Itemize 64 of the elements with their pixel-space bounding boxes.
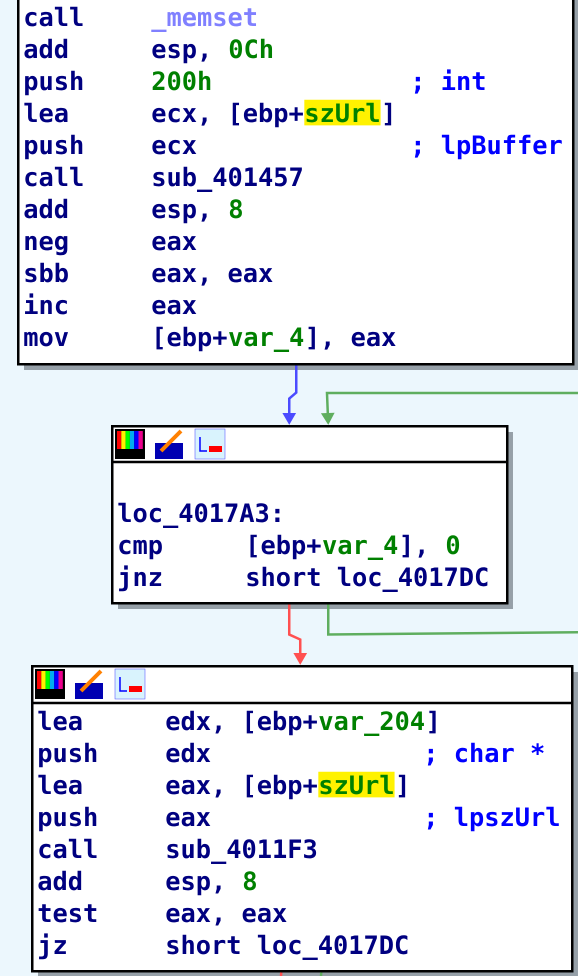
operand: eax, eax xyxy=(166,908,287,926)
operand: eax, [ebp+ xyxy=(166,774,317,800)
comment: ; int xyxy=(414,69,485,94)
instruction-mnemonic: lea xyxy=(24,102,68,122)
instruction-mnemonic: cmp xyxy=(119,540,162,560)
instruction-mnemonic: lea xyxy=(38,710,82,730)
operand: 0Ch xyxy=(230,38,272,58)
operand: [ebp+ xyxy=(250,534,321,560)
operand: eax xyxy=(166,812,210,826)
instruction-mnemonic: push xyxy=(25,134,82,160)
instruction-mnemonic: add xyxy=(24,198,68,218)
operand: esp, xyxy=(152,204,207,224)
operand: 8 xyxy=(244,871,256,890)
instruction-mnemonic: mov xyxy=(24,332,68,346)
instruction-mnemonic: lea xyxy=(38,774,82,794)
variable-name: var_4 xyxy=(229,328,304,352)
operand: sub_4011F3 xyxy=(167,838,316,864)
operand: [ebp+ xyxy=(156,326,227,352)
instruction-mnemonic: add xyxy=(24,38,68,58)
operand: eax xyxy=(152,300,196,314)
operand: edx, [ebp+ xyxy=(166,710,317,736)
operand: 200h xyxy=(152,70,210,90)
instruction-mnemonic: push xyxy=(25,70,82,96)
variable-name: var_204 xyxy=(319,711,424,736)
instruction-mnemonic: jnz xyxy=(119,565,162,592)
highlighted-variable: szUrl xyxy=(318,772,395,798)
operand: ecx, [ebp+ xyxy=(152,102,303,128)
function-name: _memset xyxy=(151,8,256,32)
operand: sub_401457 xyxy=(153,166,302,192)
operand: ] xyxy=(429,710,436,734)
instruction-mnemonic: sbb xyxy=(25,262,68,282)
operand: ] xyxy=(398,774,406,798)
comment: ; lpBuffer xyxy=(414,134,562,160)
operand: short loc_4017DC xyxy=(247,566,488,592)
operand: esp, xyxy=(166,876,221,896)
instruction-mnemonic: push xyxy=(39,806,96,832)
instruction-mnemonic: call xyxy=(39,838,97,858)
operand: eax, eax xyxy=(152,268,273,286)
operand: esp, xyxy=(152,44,207,64)
code-block xyxy=(17,0,578,370)
code-block xyxy=(31,665,578,976)
operand: ], xyxy=(402,534,424,558)
address-label: loc_4017A3: xyxy=(118,502,280,528)
instruction-mnemonic: call xyxy=(25,6,83,26)
instruction-mnemonic: jz xyxy=(39,933,66,960)
code-block xyxy=(111,425,513,609)
comment: ; char * xyxy=(428,742,544,766)
operand: ], eax xyxy=(308,326,396,350)
instruction-mnemonic: call xyxy=(25,166,83,186)
operand: ecx xyxy=(152,140,196,154)
operand: ] xyxy=(384,102,392,126)
highlighted-variable: szUrl xyxy=(304,100,381,126)
operand: short loc_4017DC xyxy=(167,934,408,960)
instruction-mnemonic: neg xyxy=(25,236,68,256)
instruction-mnemonic: inc xyxy=(25,293,67,314)
operand: 8 xyxy=(230,199,242,218)
operand: eax xyxy=(152,236,196,250)
instruction-mnemonic: add xyxy=(38,870,82,890)
operand: 0 xyxy=(446,535,460,554)
comment: ; lpszUrl xyxy=(428,806,559,832)
instruction-mnemonic: push xyxy=(39,742,96,768)
variable-name: var_4 xyxy=(323,536,398,560)
instruction-mnemonic: test xyxy=(38,904,96,922)
operand: edx xyxy=(166,742,210,762)
